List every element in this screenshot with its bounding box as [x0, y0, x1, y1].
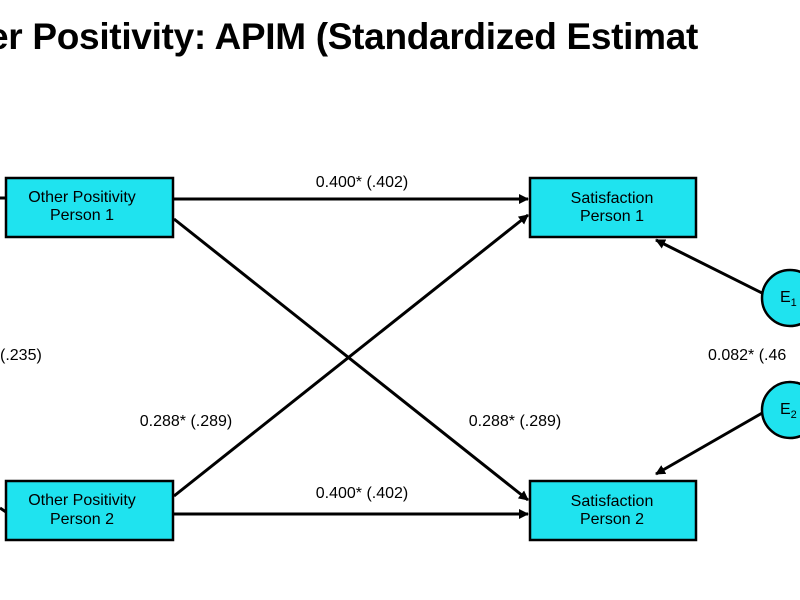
error-label: E2 [780, 401, 797, 421]
partner-effect-label-op2-to-sat1: 0.288* (.289) [140, 413, 233, 430]
predictor-covariance-label: (.235) [0, 347, 42, 364]
node-other-positivity-person2: Other Positivity Person 2 [4, 479, 175, 542]
diagram-title: er Positivity: APIM (Standardized Estima… [0, 16, 699, 57]
node-label-line1: Satisfaction [571, 190, 654, 207]
partner-effect-path-op2-to-sat1 [173, 213, 529, 498]
partner-effect-path-op1-to-sat2 [173, 217, 529, 502]
partner-effect-label-op1-to-sat2: 0.288* (.289) [469, 413, 562, 430]
node-label-line1: Other Positivity [28, 189, 136, 206]
error-path-e2 [655, 410, 765, 476]
error-path-e1 [655, 238, 765, 296]
node-label-line2: Person 1 [50, 207, 114, 224]
error-label: E1 [780, 289, 797, 309]
node-other-positivity-person1: Other Positivity Person 1 [4, 176, 175, 239]
node-error-e1: E1 [760, 268, 800, 328]
node-satisfaction-person1: Satisfaction Person 1 [528, 176, 698, 239]
actor-effect-label-person2: 0.400* (.402) [316, 485, 409, 502]
error-covariance-label: 0.082* (.46 [708, 347, 786, 364]
node-label-line1: Satisfaction [571, 493, 654, 510]
node-label-line1: Other Positivity [28, 492, 136, 509]
node-label-line2: Person 1 [580, 208, 644, 225]
node-satisfaction-person2: Satisfaction Person 2 [528, 479, 698, 542]
node-error-e2: E2 [760, 380, 800, 440]
node-label-line2: Person 2 [580, 511, 644, 528]
actor-effect-label-person1: 0.400* (.402) [316, 174, 409, 191]
node-label-line2: Person 2 [50, 511, 114, 528]
